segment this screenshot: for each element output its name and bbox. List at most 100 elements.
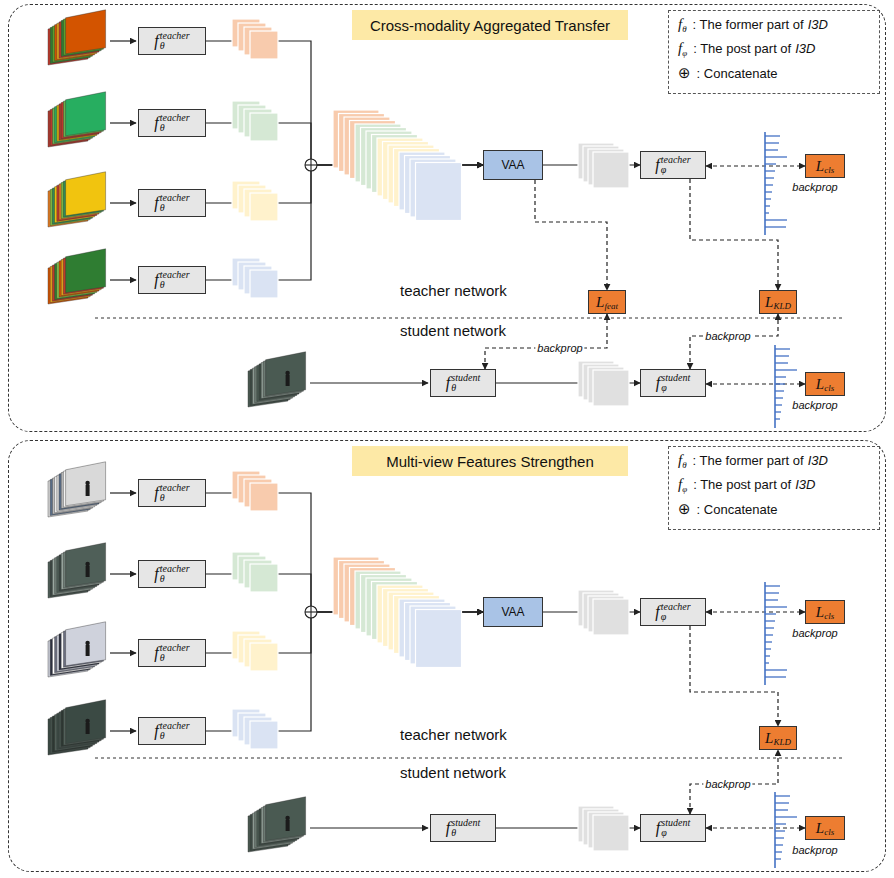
function-symbol: f: [154, 644, 158, 662]
loss-box: Lcls: [805, 816, 845, 840]
subscript: cls: [824, 165, 834, 175]
vaa-module: VAA: [483, 597, 543, 627]
histogram-bar: [765, 142, 779, 143]
person-figure: [86, 485, 90, 496]
block-label: fstudentφ: [656, 818, 690, 838]
legend-text: I3D: [795, 41, 815, 56]
concat-symbol: [310, 159, 311, 171]
title-box: Multi-view Features Strengthen: [352, 446, 628, 476]
video-frame: [266, 352, 306, 396]
backprop-connector: [706, 383, 805, 384]
person-figure: [86, 723, 90, 734]
person-figure: [85, 641, 89, 645]
divider-line: [95, 758, 845, 759]
backprop-connector: [706, 827, 805, 828]
video-frame: [66, 172, 106, 216]
subscript: cls: [824, 827, 834, 837]
script-stack: teacherθ: [160, 483, 190, 503]
concatenated-feature-stack: [416, 163, 462, 221]
script-stack: teacherθ: [160, 31, 190, 51]
legend-text: f: [678, 16, 682, 33]
loss-box: LKLD: [759, 726, 797, 750]
feature-map-stack: [250, 270, 278, 298]
legend-row: ⊕: Concatenate: [678, 500, 828, 524]
histogram-bar: [775, 418, 780, 419]
histogram-bar: [765, 676, 786, 677]
superscript: teacher: [160, 113, 190, 123]
histogram-bar: [765, 205, 770, 206]
feature-map-stack: [250, 721, 278, 749]
vaa-module: VAA: [483, 150, 543, 180]
person-figure: [86, 566, 90, 577]
histogram-bar: [765, 641, 772, 642]
function-symbol: f: [154, 722, 158, 740]
subscript: θ: [160, 41, 165, 51]
block-label: fstudentθ: [446, 818, 480, 838]
network-block: fteacherθ: [138, 266, 206, 294]
title-text: Multi-view Features Strengthen: [386, 453, 594, 470]
legend-text: f: [678, 476, 682, 493]
script-stack: teacherφ: [661, 155, 691, 175]
legend-text: f: [678, 40, 682, 57]
network-block: fteacherθ: [138, 27, 206, 55]
subscript: θ: [160, 123, 165, 133]
loss-symbol: L: [816, 158, 824, 175]
person-figure: [286, 820, 290, 831]
histogram-bar: [775, 376, 786, 377]
histogram-bar: [765, 613, 776, 614]
histogram-bar: [775, 795, 790, 796]
function-symbol: f: [446, 819, 450, 837]
histogram-bar: [765, 177, 774, 178]
function-symbol: f: [154, 484, 158, 502]
superscript: teacher: [661, 155, 691, 165]
backprop-connector: [690, 314, 778, 369]
feature-map-stack: [250, 643, 278, 671]
histogram-bar: [765, 620, 775, 621]
network-block: fteacherθ: [138, 189, 206, 217]
superscript: teacher: [160, 193, 190, 203]
framework-panel: teacher networkstudent networkMulti-view…: [8, 440, 886, 872]
script-stack: teacherθ: [160, 193, 190, 213]
legend-box: fθ: The former part ofI3Dfφ: The post pa…: [668, 10, 880, 94]
edge-label: backprop: [703, 778, 752, 791]
edge-label: backprop: [703, 330, 752, 343]
loss-symbol: L: [816, 604, 824, 621]
feature-map-stack: [250, 31, 278, 59]
legend-rows: fθ: The former part ofI3Dfφ: The post pa…: [678, 16, 828, 88]
legend-text: θ: [682, 460, 686, 470]
histogram-bar: [765, 634, 773, 635]
histogram-bar: [775, 851, 782, 852]
title-text-wrap: Cross-modality Aggregated Transfer: [370, 17, 610, 34]
histogram-bar: [775, 348, 790, 349]
title-text-wrap: Multi-view Features Strengthen: [386, 453, 594, 470]
script-stack: teacherθ: [160, 270, 190, 290]
video-frame: [66, 10, 106, 54]
function-symbol: f: [154, 114, 158, 132]
histogram-bar: [775, 369, 797, 370]
feature-map-stack: [250, 113, 278, 141]
backprop-connector: [706, 165, 805, 166]
legend-text: : The former part of: [693, 453, 804, 468]
concatenated-feature-stack: [416, 610, 462, 668]
script-stack: teacherφ: [661, 602, 691, 622]
histogram-bar: [765, 149, 778, 150]
superscript: teacher: [160, 564, 190, 574]
histogram-bar: [765, 184, 773, 185]
network-block: fstudentφ: [640, 814, 706, 842]
subscript: φ: [661, 828, 667, 838]
histogram-bar: [765, 592, 779, 593]
subscript: feat: [604, 301, 618, 311]
subscript: φ: [661, 612, 667, 622]
histogram-bar: [775, 802, 789, 803]
histogram-bar: [765, 669, 787, 670]
function-symbol: f: [446, 374, 450, 392]
legend-row: ⊕: Concatenate: [678, 64, 828, 88]
legend-row: fφ: The post part ofI3D: [678, 476, 828, 500]
block-label: fteacherθ: [154, 643, 189, 663]
histogram-bar: [765, 662, 769, 663]
subscript: φ: [661, 165, 667, 175]
script-stack: studentθ: [451, 373, 480, 393]
script-stack: teacherθ: [160, 721, 190, 741]
network-block: fteacherθ: [138, 639, 206, 667]
